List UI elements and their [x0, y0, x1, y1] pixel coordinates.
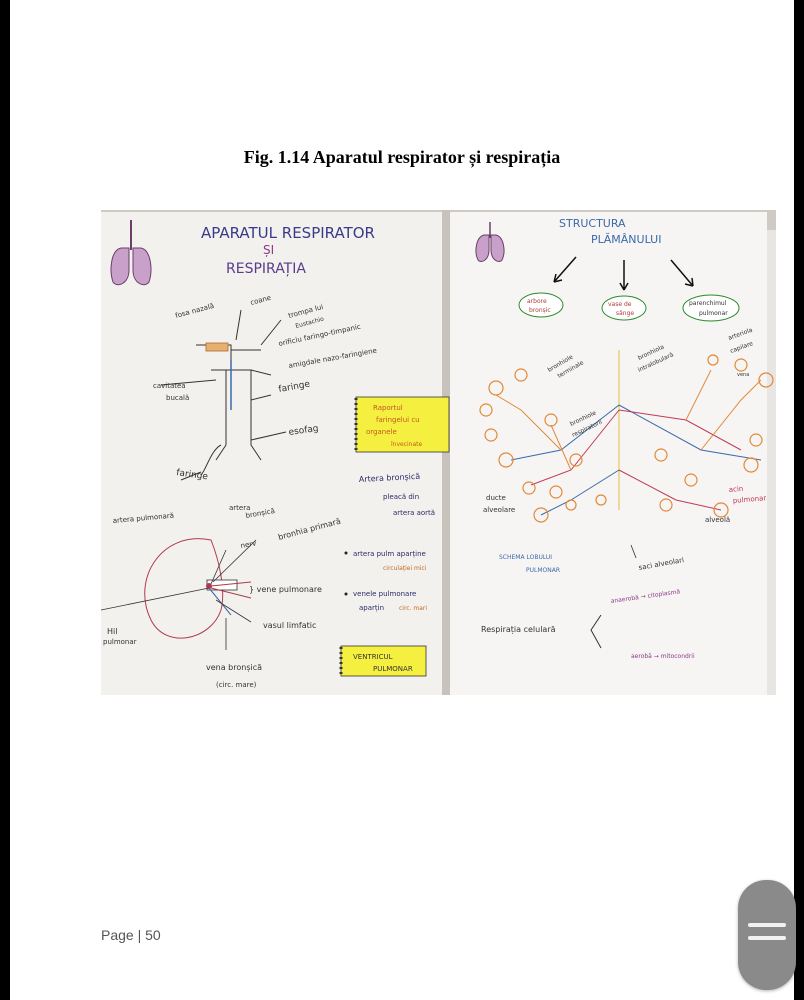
svg-text:parenchimul: parenchimul	[689, 300, 727, 307]
left-title-1: APARATUL RESPIRATOR	[201, 224, 375, 242]
note-box-raportul: Raportul faringelui cu organele învecina…	[354, 396, 450, 453]
bubble-parenchim: parenchimul pulmonar	[682, 294, 740, 322]
label-schema-b: PULMONAR	[526, 567, 560, 574]
label-vene-pulmonare: } vene pulmonare	[249, 585, 322, 594]
note-box-ventricul: VENTRICUL PULMONAR	[339, 645, 427, 677]
svg-text:VENTRICUL: VENTRICUL	[353, 653, 393, 661]
bubble-vase: vase de sânge	[601, 295, 647, 321]
note-bullet1-a: artera pulm aparține	[353, 550, 426, 559]
label-vasul-limfatic: vasul limfatic	[263, 621, 316, 630]
alveoli	[479, 354, 774, 523]
handle-line-icon	[748, 923, 786, 927]
right-notebook-page	[449, 212, 767, 695]
note-artera-aorta: artera aortă	[393, 509, 435, 517]
note-bullet1-b: circulației mici	[383, 565, 427, 572]
label-alveola: alveolă	[705, 516, 730, 524]
label-ducte-b: alveolare	[483, 506, 515, 514]
right-frame-border	[794, 0, 804, 1000]
label-aeroba: aerobă → mitocondrii	[631, 653, 695, 660]
left-title-2: ȘI	[263, 243, 274, 257]
svg-text:sânge: sânge	[616, 310, 634, 317]
label-respiratia: Respirația celulară	[481, 625, 556, 635]
lobule-schema	[495, 350, 762, 516]
svg-text:bronșic: bronșic	[529, 307, 551, 314]
left-frame-border	[0, 0, 10, 1000]
lungs-icon-right	[475, 222, 505, 263]
svg-text:faringelui cu: faringelui cu	[376, 416, 420, 424]
note-bullet2-c: circ. mari	[399, 605, 427, 612]
page-footer: Page | 50	[101, 927, 161, 943]
lungs-icon	[110, 220, 152, 286]
label-artera: artera	[229, 504, 250, 512]
figure-caption: Fig. 1.14 Aparatul respirator și respira…	[243, 147, 561, 167]
svg-text:arbore: arbore	[527, 298, 547, 305]
arrows	[553, 256, 694, 291]
label-cavitatea: cavitatea	[153, 382, 186, 390]
label-circ-mare: (circ. mare)	[216, 681, 257, 689]
svg-text:organele: organele	[366, 428, 397, 436]
note-bullet2-a: venele pulmonare	[353, 590, 416, 598]
svg-text:PULMONAR: PULMONAR	[373, 665, 413, 673]
svg-text:Raportul: Raportul	[373, 404, 403, 412]
hilum-diagram	[101, 538, 257, 650]
left-title-3: RESPIRAȚIA	[226, 261, 306, 277]
label-vena-bronsica: vena bronșică	[206, 663, 262, 673]
label-faringe-2: faringe	[176, 468, 209, 482]
label-esofag: esofag	[288, 424, 319, 438]
label-vena: vena	[737, 372, 749, 378]
svg-text:pulmonar: pulmonar	[699, 310, 728, 317]
label-nerv: nerv	[240, 539, 257, 550]
label-acin-a: acin	[728, 485, 743, 494]
notebook-drawing: APARATUL RESPIRATOR ȘI RESPIRAȚIA fosa n…	[101, 210, 776, 695]
left-notebook-page	[101, 212, 444, 695]
label-pulmonar: pulmonar	[103, 638, 137, 646]
right-title-1: STRUCTURA	[559, 217, 626, 230]
bubble-arbore: arbore bronșic	[518, 292, 564, 318]
label-schema-a: SCHEMA LOBULUI	[499, 554, 552, 561]
svg-text:învecinate: învecinate	[390, 441, 423, 448]
note-pleaca-din: pleacă din	[383, 493, 419, 501]
label-bucala: bucală	[166, 394, 189, 402]
right-title-2: PLĂMÂNULUI	[591, 233, 661, 246]
svg-text:vase de: vase de	[608, 301, 632, 308]
scroll-handle[interactable]	[738, 880, 796, 990]
label-hil: Hil	[107, 627, 117, 636]
note-bullet2-b: aparțin	[359, 604, 384, 613]
notebook-photo: APARATUL RESPIRATOR ȘI RESPIRAȚIA fosa n…	[101, 210, 776, 695]
label-acin-b: pulmonar	[732, 494, 766, 505]
label-ducte-a: ducte	[486, 494, 506, 502]
handle-line-icon	[748, 936, 786, 940]
